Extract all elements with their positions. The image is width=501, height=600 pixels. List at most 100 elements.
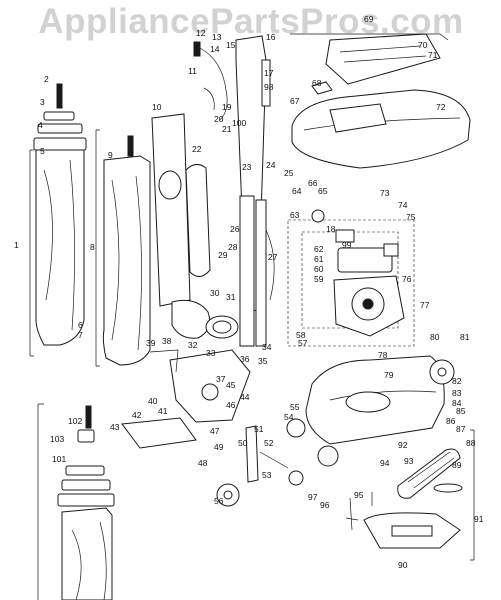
callout-44: 44 <box>240 392 250 402</box>
base-nozzle <box>305 355 445 445</box>
callout-82: 82 <box>452 376 462 386</box>
callout-85: 85 <box>456 406 466 416</box>
callout-92: 92 <box>398 440 408 450</box>
callout-84: 84 <box>452 398 462 408</box>
callout-70: 70 <box>418 40 428 50</box>
callout-103: 103 <box>50 434 64 444</box>
callout-73: 73 <box>380 188 390 198</box>
callout-2: 2 <box>44 74 49 84</box>
callout-5: 5 <box>40 146 45 156</box>
callout-102: 102 <box>68 416 82 426</box>
callout-38: 38 <box>162 336 172 346</box>
callout-11: 11 <box>188 66 197 76</box>
bottom-plate <box>363 512 461 549</box>
switch-parts <box>311 209 399 257</box>
callout-48: 48 <box>198 458 208 468</box>
bracket-69 <box>290 33 449 41</box>
callout-71: 71 <box>428 50 438 60</box>
callout-86: 86 <box>446 416 456 426</box>
callout-25: 25 <box>284 168 294 178</box>
callout-93: 93 <box>404 456 414 466</box>
callout-75: 75 <box>406 212 416 222</box>
misc-hardware <box>345 492 373 531</box>
callout-83: 83 <box>452 388 462 398</box>
callout-56: 56 <box>214 496 224 506</box>
callout-81: 81 <box>460 332 470 342</box>
front-wheel <box>429 359 455 385</box>
callout-43: 43 <box>110 422 120 432</box>
callout-65: 65 <box>318 186 328 196</box>
callout-14: 14 <box>210 44 220 54</box>
inner-bag-assembly <box>102 135 151 366</box>
callout-67: 67 <box>290 96 300 106</box>
pedal-plate <box>121 417 197 449</box>
callout-55: 55 <box>290 402 300 412</box>
callout-63: 63 <box>290 210 300 220</box>
callout-28: 28 <box>228 242 238 252</box>
callout-59: 59 <box>314 274 324 284</box>
callout-16: 16 <box>266 32 276 42</box>
callout-23: 23 <box>242 162 252 172</box>
nozzle-wheels <box>286 418 339 486</box>
callout-22: 22 <box>192 144 202 154</box>
callout-51: 51 <box>254 424 264 434</box>
callout-78: 78 <box>378 350 388 360</box>
callout-97: 97 <box>308 492 318 502</box>
callout-100: 100 <box>232 118 246 128</box>
bracket-8 <box>95 129 100 367</box>
callout-8: 8 <box>90 242 95 252</box>
callout-21: 21 <box>222 124 232 134</box>
callout-20: 20 <box>214 114 224 124</box>
handle-base-bracket <box>149 349 251 423</box>
callout-40: 40 <box>148 396 158 406</box>
top-cover <box>291 33 471 169</box>
bracket-1 <box>29 149 34 357</box>
callout-72: 72 <box>436 102 446 112</box>
callout-35: 35 <box>258 356 268 366</box>
motor-fan <box>333 247 405 337</box>
callout-89: 89 <box>452 460 462 470</box>
callout-76: 76 <box>402 274 412 284</box>
callout-3: 3 <box>40 97 45 107</box>
callout-30: 30 <box>210 288 220 298</box>
callout-27: 27 <box>268 252 278 262</box>
outer-bag-assembly <box>33 83 87 346</box>
callout-96: 96 <box>320 500 330 510</box>
callout-64: 64 <box>292 186 302 196</box>
callout-60: 60 <box>314 264 324 274</box>
callout-6: 6 <box>78 320 83 330</box>
callout-15: 15 <box>226 40 236 50</box>
callout-74: 74 <box>398 200 408 210</box>
rear-wheel <box>216 483 240 507</box>
callout-18: 18 <box>326 224 336 234</box>
callout-58: 58 <box>296 330 306 340</box>
watermark: AppliancePartsPros.com <box>38 2 464 41</box>
callout-61: 61 <box>314 254 324 264</box>
callout-101: 101 <box>52 454 66 464</box>
callout-10: 10 <box>152 102 162 112</box>
callout-46: 46 <box>226 400 236 410</box>
callout-24: 24 <box>266 160 276 170</box>
callout-39: 39 <box>146 338 156 348</box>
outer-bag-assembly-alt <box>57 405 115 600</box>
callout-49: 49 <box>214 442 224 452</box>
callout-31: 31 <box>226 292 236 302</box>
callout-9: 9 <box>108 150 113 160</box>
callout-7: 7 <box>78 330 83 340</box>
callout-80: 80 <box>430 332 440 342</box>
callout-12: 12 <box>196 28 206 38</box>
callout-19: 19 <box>222 102 232 112</box>
agitator-brush <box>397 448 463 499</box>
callout-57: 57 <box>298 338 308 348</box>
callout-37: 37 <box>216 374 226 384</box>
callout-29: 29 <box>218 250 228 260</box>
callout-45: 45 <box>226 380 236 390</box>
callout-66: 66 <box>308 178 318 188</box>
callout-91: 91 <box>474 514 484 524</box>
callout-36: 36 <box>240 354 250 364</box>
fill-tube <box>185 164 211 277</box>
callout-41: 41 <box>158 406 168 416</box>
callout-77: 77 <box>420 300 430 310</box>
callout-4: 4 <box>38 120 43 130</box>
adjustment-rod <box>245 425 289 483</box>
